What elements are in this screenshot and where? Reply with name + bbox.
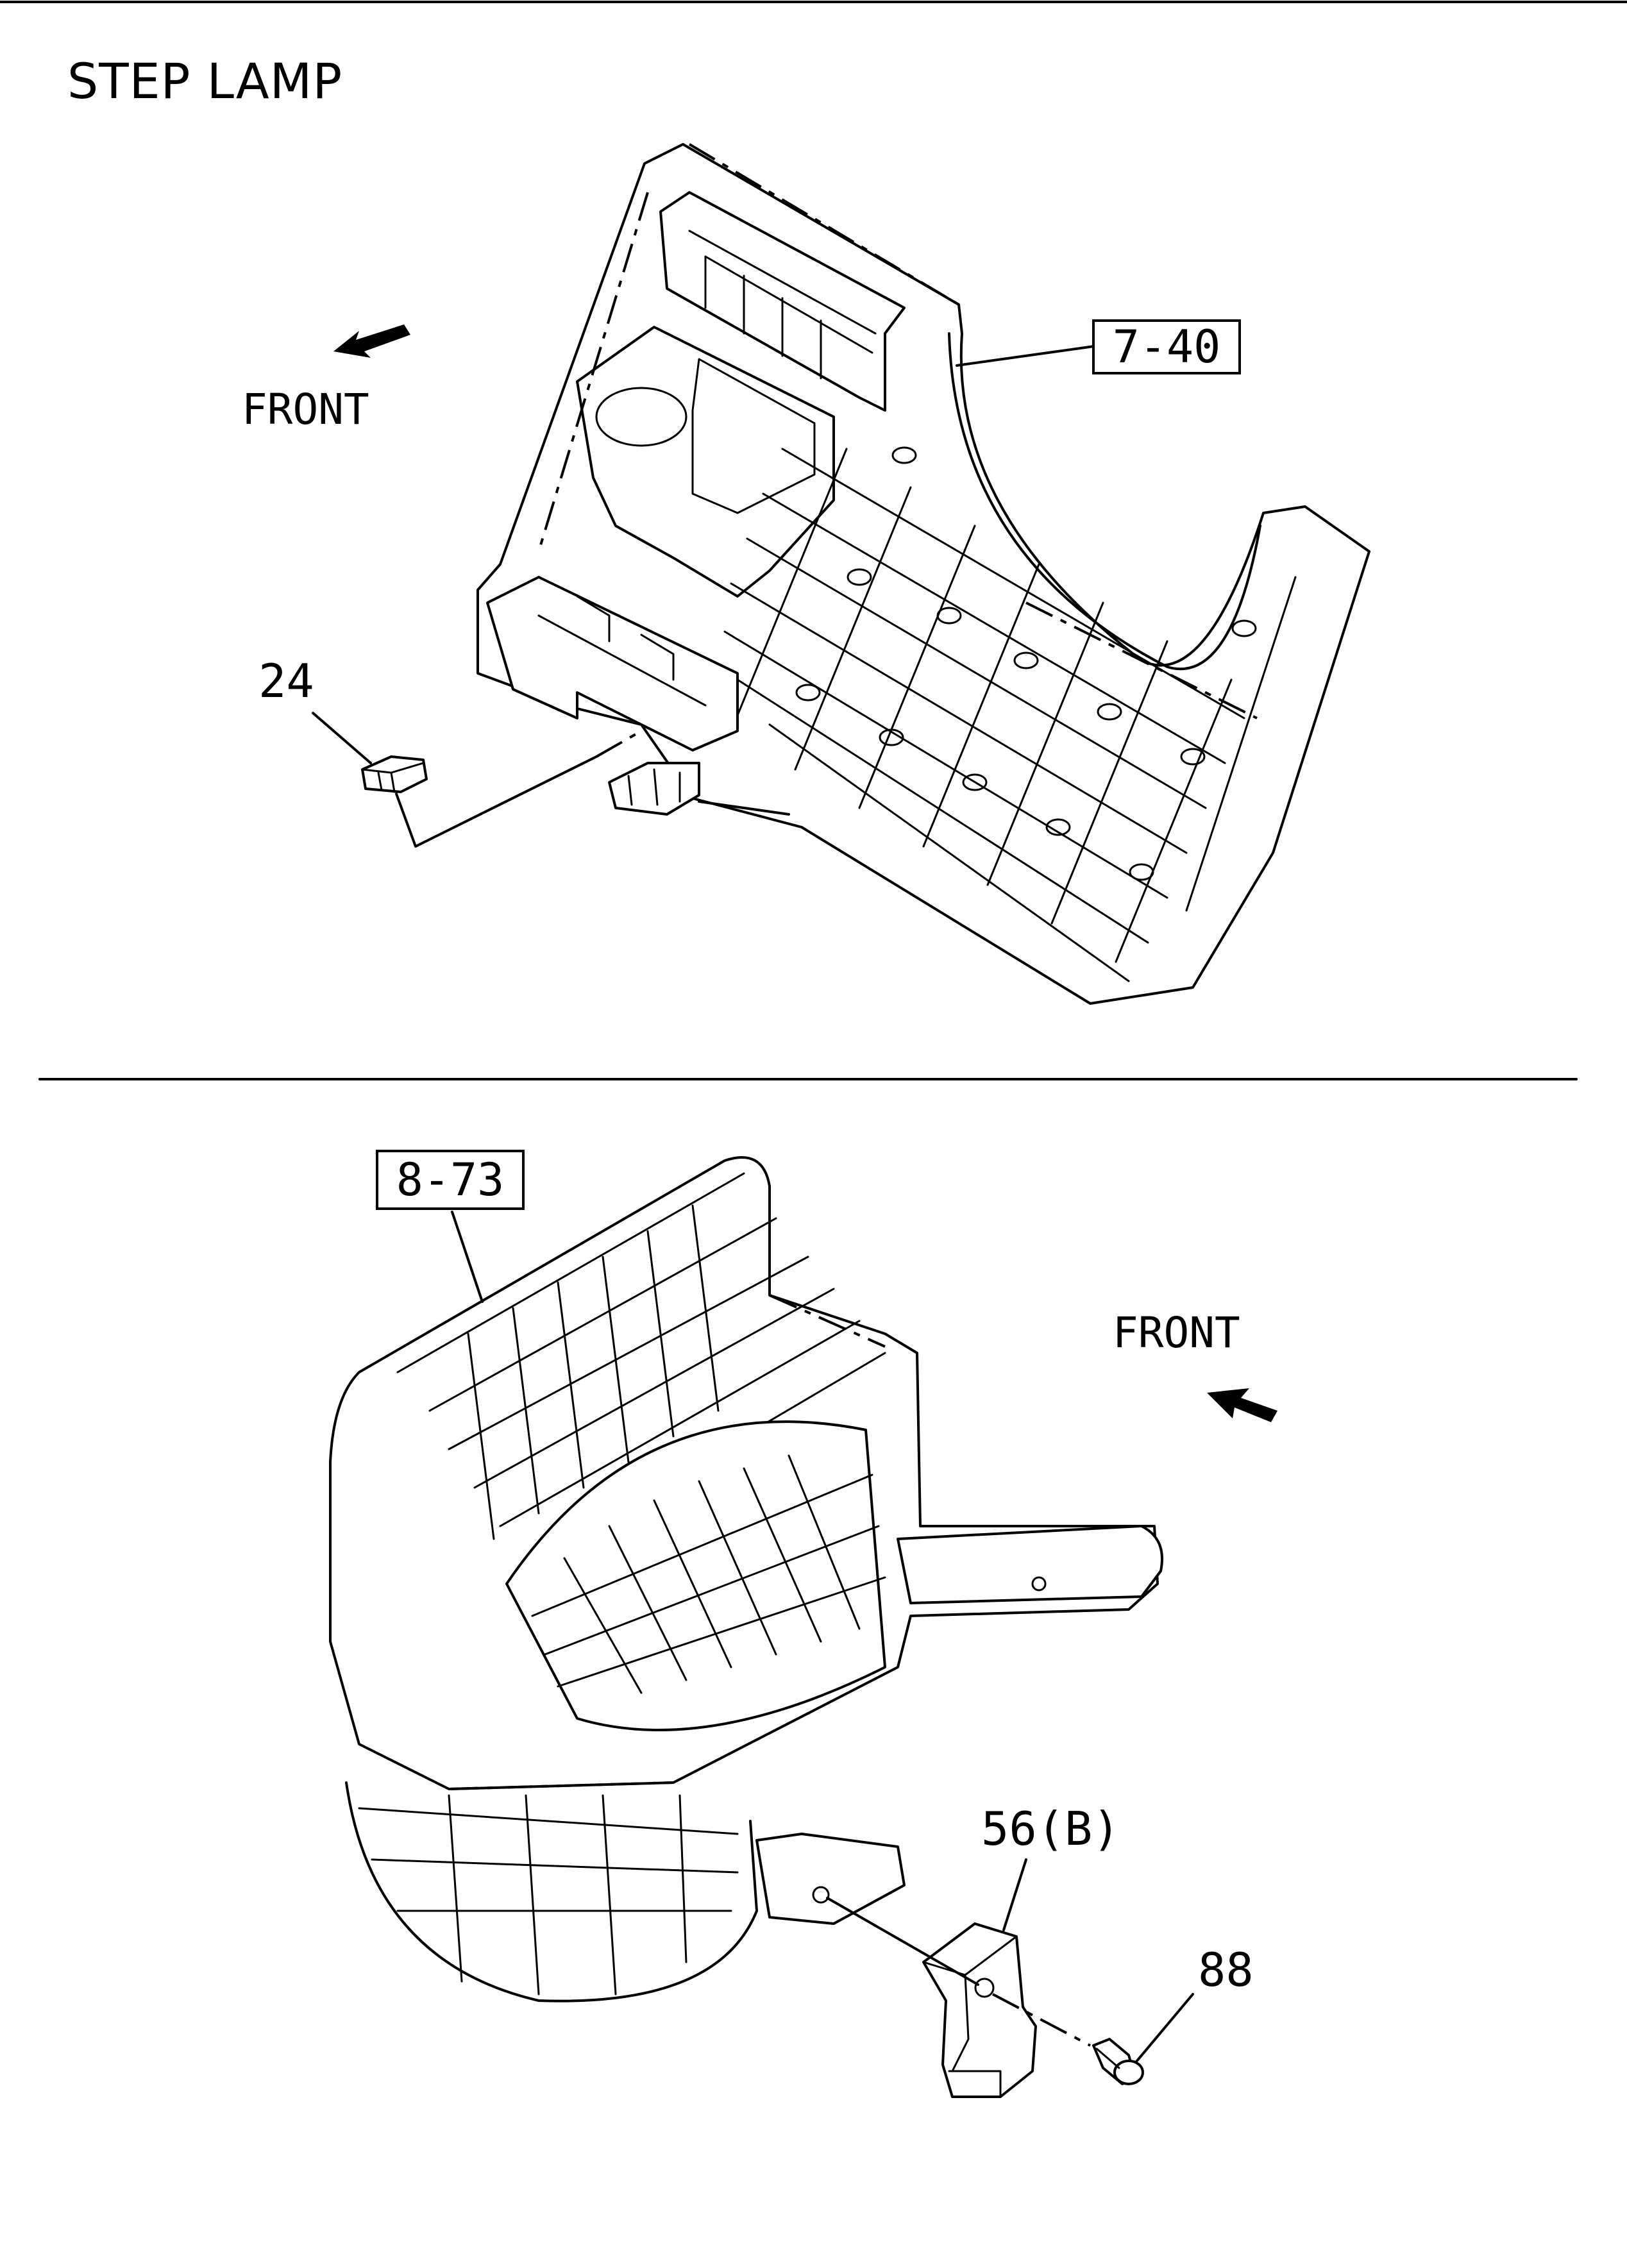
part-label-24: 24 bbox=[258, 654, 314, 708]
hidden-lines-top bbox=[537, 143, 1258, 719]
leader-24-dash bbox=[596, 730, 642, 758]
step-lamp-part-24 bbox=[361, 755, 428, 793]
leader-bracket-mount bbox=[826, 1897, 979, 1986]
hidden-lines-bottom bbox=[448, 1294, 886, 1790]
leader-8-73 bbox=[451, 1211, 484, 1303]
leader-24 bbox=[312, 712, 372, 764]
part-label-56b: 56(B) bbox=[981, 1802, 1120, 1856]
front-arrow-top-icon bbox=[333, 324, 410, 358]
leader-screw-dash bbox=[992, 1993, 1091, 2047]
leader-7-40 bbox=[956, 345, 1095, 367]
hvac-blower-unit bbox=[329, 1156, 1163, 2003]
leader-56b bbox=[1002, 1858, 1027, 1931]
bracket-part-56b bbox=[922, 1922, 1037, 2098]
ref-box-8-73: 8-73 bbox=[376, 1150, 525, 1210]
front-label-top: FRONT bbox=[242, 385, 369, 434]
leader-88 bbox=[1135, 1993, 1194, 2063]
screw-part-88 bbox=[1092, 2038, 1144, 2085]
page-title: STEP LAMP bbox=[67, 53, 343, 110]
front-label-bottom: FRONT bbox=[1113, 1308, 1240, 1357]
front-arrow-bottom-icon bbox=[1207, 1388, 1277, 1422]
part-label-88: 88 bbox=[1198, 1943, 1254, 1997]
leader-24-to-socket bbox=[395, 755, 598, 848]
ref-box-7-40: 7-40 bbox=[1092, 319, 1241, 374]
lower-trim-panel bbox=[476, 143, 1370, 1005]
leader-socket-panel bbox=[698, 800, 790, 816]
